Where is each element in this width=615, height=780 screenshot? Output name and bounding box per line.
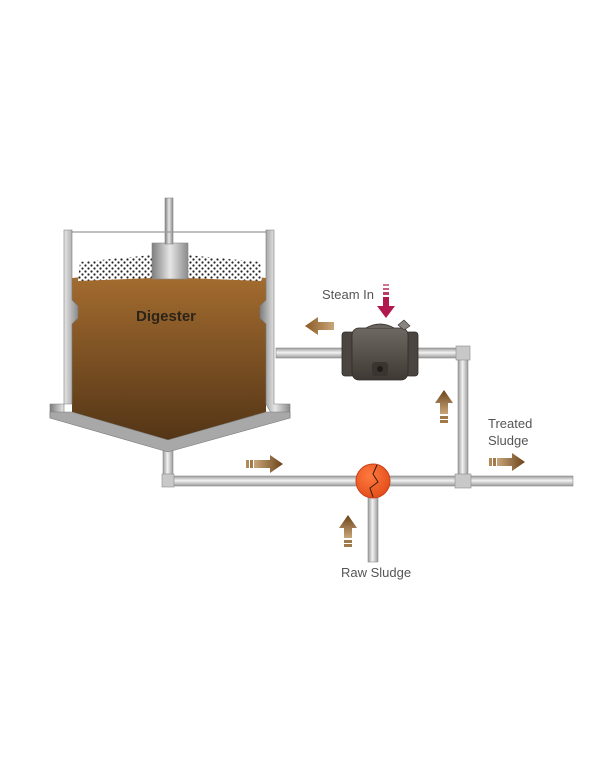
injector-port-bolt — [377, 366, 383, 372]
pipe-riser — [457, 347, 469, 481]
flow-arrow-right-bottom-icon — [246, 455, 283, 473]
flow-arrow-up-raw-icon — [339, 515, 357, 547]
floating-cover-body — [151, 242, 189, 280]
injector-valve-tab — [397, 319, 411, 331]
flow-arrow-left-icon — [305, 317, 334, 335]
steam-injector — [341, 319, 419, 381]
injector-top-inlet — [365, 323, 395, 329]
treated-sludge-label-line2: Sludge — [488, 433, 528, 448]
digester-label: Digester — [136, 308, 196, 325]
digester-sludge — [72, 273, 266, 440]
floating-cover-stem — [164, 197, 174, 245]
flow-arrow-right-treated-icon — [489, 453, 525, 471]
pipe-elbow-top-right — [455, 345, 471, 361]
heat-exchanger-body — [355, 463, 391, 499]
steam-in-label: Steam In — [322, 287, 374, 302]
heat-exchanger-zigzag-icon — [369, 464, 379, 498]
raw-sludge-label: Raw Sludge — [341, 565, 411, 580]
pipe-tee-bottom — [454, 473, 472, 489]
pipe-elbow-bottom-left — [161, 473, 175, 488]
digester-tank: Digester — [49, 197, 291, 453]
steam-in-arrow-icon — [377, 284, 395, 318]
tank-cone-bottom — [49, 411, 291, 453]
flow-arrow-up-riser-icon — [435, 390, 453, 423]
tank-wall-right — [259, 229, 291, 419]
heat-exchanger — [355, 463, 391, 499]
treated-sludge-label-line1: Treated — [488, 416, 532, 431]
digester-foam-left — [78, 255, 152, 281]
digester-foam-right — [187, 255, 262, 281]
